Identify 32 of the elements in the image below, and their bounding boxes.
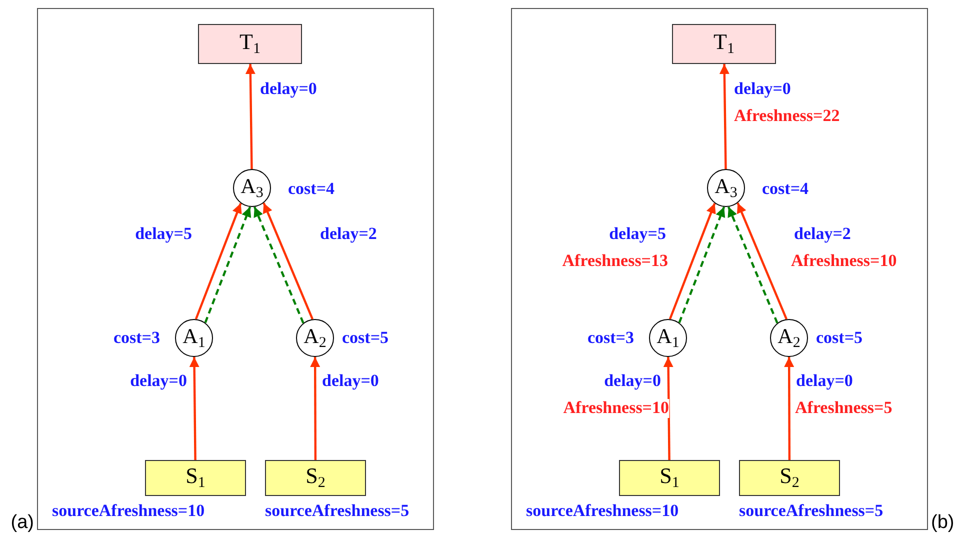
edge-label: delay=0 [796, 372, 853, 391]
arrow [719, 64, 730, 170]
arrow [736, 202, 788, 320]
edge-label: delay=2 [320, 225, 377, 244]
edge-label: delay=0 [734, 80, 791, 99]
arrow [668, 202, 716, 320]
edge-label: delay=2 [794, 225, 851, 244]
dashed-arrow [678, 206, 726, 324]
edge-label: delay=0 [604, 372, 661, 391]
panel-label: (a) [10, 512, 34, 534]
source-box: S$_{1}$ [145, 460, 246, 496]
dashed-arrow [727, 206, 778, 324]
source-box: S$_{2}$ [265, 460, 366, 496]
source-box: S$_{2}$ [739, 460, 840, 496]
edge-label: delay=0 [322, 372, 379, 391]
target-box: T$_{1}$ [672, 24, 776, 64]
arrow [194, 202, 242, 320]
dashed-arrow [204, 206, 252, 324]
arrow [310, 357, 320, 460]
arrow [245, 64, 256, 170]
edge-label: delay=0 [260, 80, 317, 99]
dashed-arrow [253, 206, 304, 324]
freshness-label: Afreshness=10 [563, 399, 669, 418]
target-box: T$_{1}$ [198, 24, 302, 64]
panel-label: (b) [931, 512, 954, 534]
source-box: S$_{1}$ [619, 460, 720, 496]
arrow [784, 357, 794, 460]
edge-label: delay=0 [130, 372, 187, 391]
edge-label: delay=5 [135, 225, 192, 244]
arrow [189, 356, 200, 460]
arrow [663, 356, 674, 460]
edge-label: delay=5 [609, 225, 666, 244]
